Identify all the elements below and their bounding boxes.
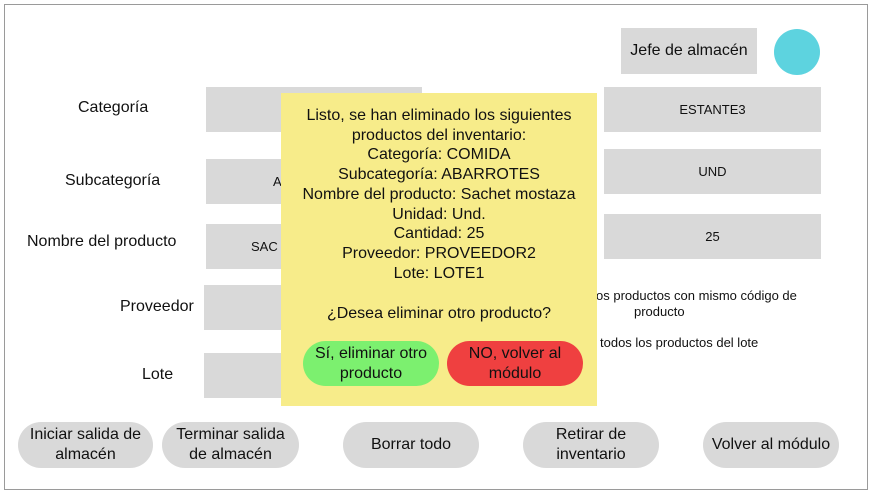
option-mismo-codigo-line1: os productos con mismo código de	[596, 288, 797, 303]
unidad-field[interactable]: UND	[604, 149, 821, 194]
dialog-message: Listo, se han eliminado los siguientes p…	[281, 106, 597, 283]
retirar-inventario-button[interactable]: Retirar de inventario	[523, 422, 659, 468]
dialog-line: Categoría: COMIDA	[367, 146, 511, 164]
iniciar-salida-line1: Iniciar salida de	[29, 426, 142, 443]
dialog-line: Unidad: Und.	[392, 205, 486, 223]
return-to-module-button[interactable]: NO, volver al módulo	[447, 341, 583, 386]
proveedor-label: Proveedor	[120, 298, 194, 315]
dialog-line: Listo, se han eliminado los siguientes	[306, 107, 572, 124]
nombre-producto-value: SAC	[251, 239, 278, 254]
terminar-salida-button[interactable]: Terminar salida de almacén	[162, 422, 299, 468]
avatar[interactable]	[774, 29, 820, 75]
estante-value: ESTANTE3	[679, 102, 746, 117]
terminar-salida-line2: de almacén	[189, 446, 272, 463]
volver-modulo-label: Volver al módulo	[711, 436, 831, 453]
confirmation-dialog: Listo, se han eliminado los siguientes p…	[281, 93, 597, 406]
iniciar-salida-button[interactable]: Iniciar salida de almacén	[18, 422, 153, 468]
dialog-question: ¿Desea eliminar otro producto?	[326, 305, 552, 322]
subcategoria-value: A	[273, 174, 282, 189]
retirar-inventario-line2: inventario	[556, 446, 626, 463]
lote-label: Lote	[142, 366, 174, 383]
option-todo-lote[interactable]: todos los productos del lote	[600, 335, 759, 350]
dialog-line: Proveedor: PROVEEDOR2	[342, 244, 536, 262]
dialog-line: productos del inventario:	[351, 126, 527, 144]
return-line2: módulo	[488, 364, 542, 382]
subcategoria-label: Subcategoría	[65, 172, 161, 189]
estante-field[interactable]: ESTANTE3	[604, 87, 821, 132]
role-label: Jefe de almacén	[630, 42, 748, 59]
confirm-line1: Sí, eliminar otro	[314, 344, 428, 362]
volver-modulo-button[interactable]: Volver al módulo	[703, 422, 839, 468]
retirar-inventario-line1: Retirar de	[555, 426, 627, 443]
cantidad-field[interactable]: 25	[604, 214, 821, 259]
dialog-line: Cantidad: 25	[393, 225, 485, 243]
dialog-line: Nombre del producto: Sachet mostaza	[302, 185, 576, 203]
option-mismo-codigo-line2: producto	[634, 304, 685, 319]
cantidad-value: 25	[705, 229, 720, 244]
categoria-label: Categoría	[78, 99, 149, 116]
return-line1: NO, volver al	[468, 344, 562, 362]
iniciar-salida-line2: almacén	[55, 446, 116, 463]
confirm-line2: producto	[339, 364, 403, 382]
dialog-line: Lote: LOTE1	[393, 264, 485, 282]
nombre-producto-label: Nombre del producto	[27, 233, 177, 250]
borrar-todo-label: Borrar todo	[370, 436, 452, 453]
role-badge: Jefe de almacén	[621, 28, 757, 74]
unidad-value: UND	[698, 164, 727, 179]
option-mismo-codigo[interactable]: os productos con mismo código de product…	[596, 288, 836, 320]
dialog-line: Subcategoría: ABARROTES	[338, 166, 540, 184]
terminar-salida-line1: Terminar salida	[176, 426, 285, 443]
borrar-todo-button[interactable]: Borrar todo	[343, 422, 479, 468]
confirm-delete-another-button[interactable]: Sí, eliminar otro producto	[303, 341, 439, 386]
